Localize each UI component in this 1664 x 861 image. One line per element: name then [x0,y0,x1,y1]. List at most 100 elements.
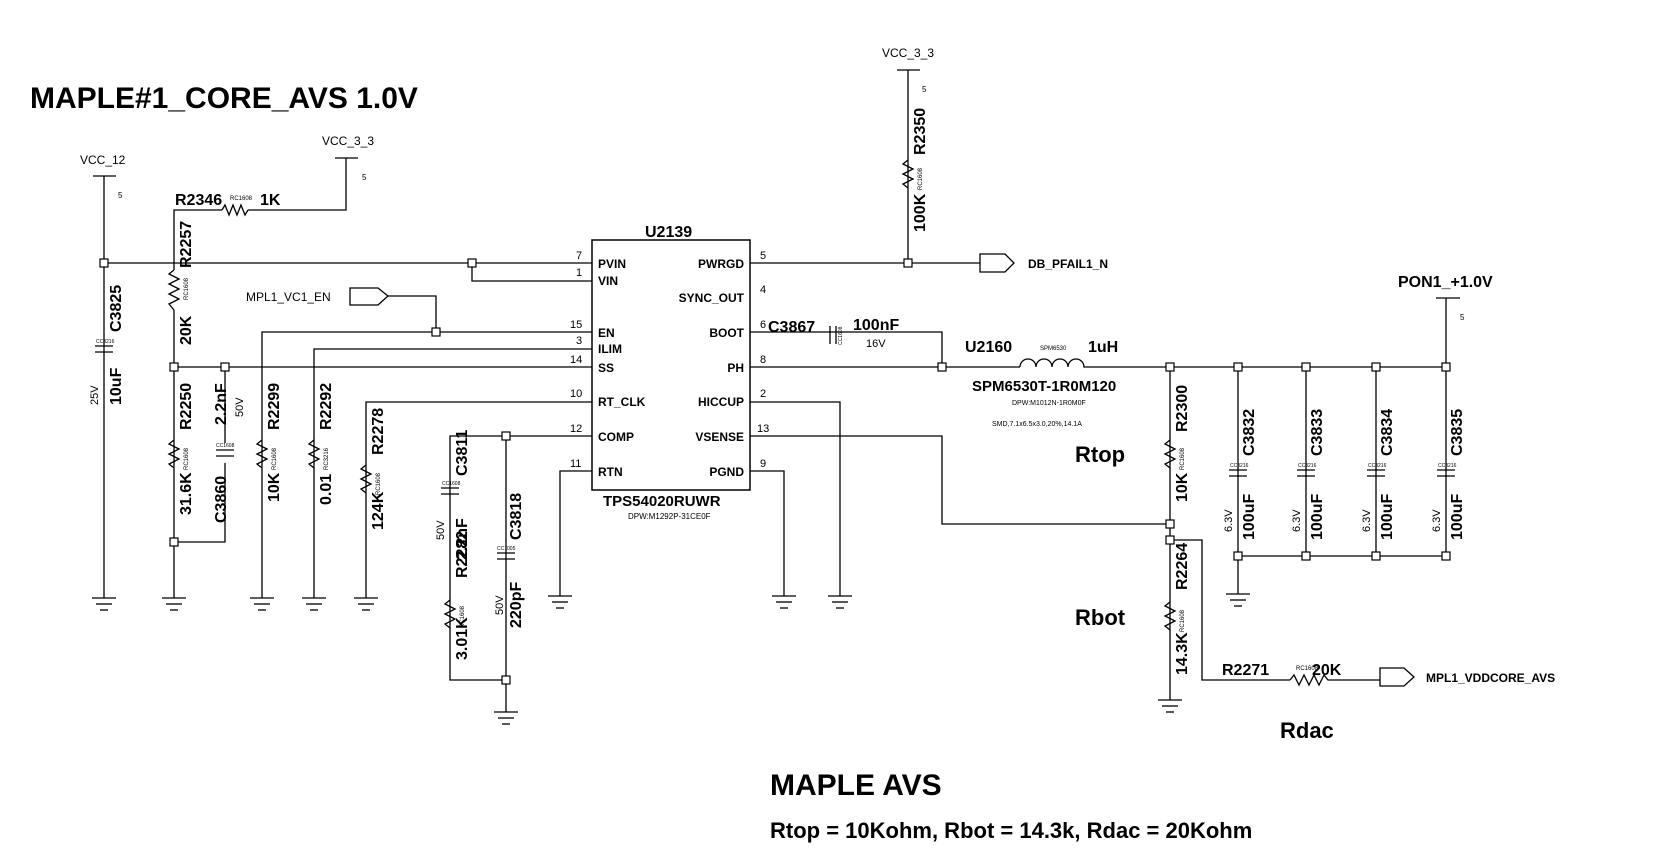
ic-ref: U2139 [645,224,692,241]
ground-icon [302,597,326,611]
svg-text:C3835: C3835 [1449,409,1466,456]
svg-text:C3811: C3811 [454,430,471,476]
svg-text:100uF: 100uF [1449,494,1466,540]
svg-text:CC1005: CC1005 [497,546,516,552]
svg-text:SPM6530T-1R0M120: SPM6530T-1R0M120 [972,378,1116,395]
svg-text:100uF: 100uF [1309,494,1326,540]
pin-name-ph: PH [727,361,744,375]
pin-name-en: EN [598,326,615,340]
svg-text:CC3216: CC3216 [1230,463,1249,469]
rbot-label: Rbot [1075,605,1126,630]
pin-name-comp: COMP [598,430,634,444]
svg-text:0.01: 0.01 [318,474,335,505]
pin-num-14: 14 [570,354,582,366]
capacitor-c3811: C3811 2.2nF 50V CC1608 [435,430,471,560]
pin-name-syncout: SYNC_OUT [679,291,745,305]
svg-text:DPW:M1012N-1R0M0F: DPW:M1012N-1R0M0F [1012,400,1086,407]
pin-name-boot: BOOT [709,326,744,340]
resistor-r2257: R2257 20K RC1608 [167,221,195,345]
pin-name-ss: SS [598,361,614,375]
resistor-r2250: R2250 31.6K RC1608 [167,383,195,515]
svg-text:6.3V: 6.3V [1361,509,1373,532]
svg-text:100nF: 100nF [853,317,899,334]
resistor-r2278: R2278 124K RC1608 [359,408,387,530]
svg-text:5: 5 [922,85,927,94]
svg-text:5: 5 [362,173,367,182]
ic-u2139: U2139 TPS54020RUWR DPW:M1292P-31CE0F PVI… [570,224,769,521]
svg-text:RC1608: RC1608 [1180,609,1186,632]
svg-text:C3818: C3818 [508,493,525,540]
svg-text:C3833: C3833 [1309,409,1326,456]
capacitor-c3867: C3867 100nF 16V CC1608 [768,317,899,350]
pin-num-10: 10 [570,388,582,400]
resistor-r2264: R2264 14.3K RC1608 [1163,543,1191,675]
svg-text:R2282: R2282 [454,531,471,578]
svg-text:C3867: C3867 [768,319,815,336]
svg-text:C3825: C3825 [108,285,125,332]
pin-name-rtclk: RT_CLK [598,395,646,409]
svg-text:16V: 16V [866,338,886,350]
resistor-r2300: R2300 10K RC1608 [1163,385,1191,502]
svg-text:5: 5 [1460,313,1465,322]
svg-text:124K: 124K [370,491,387,530]
svg-text:2.2nF: 2.2nF [454,518,471,560]
svg-text:C3860: C3860 [213,476,230,523]
ground-icon [494,711,518,725]
svg-text:RC1608: RC1608 [184,277,190,300]
svg-text:U2160: U2160 [965,339,1012,356]
svg-text:R2278: R2278 [370,408,387,455]
ground-icon [162,597,186,611]
svg-text:C3832: C3832 [1241,409,1258,456]
svg-text:MPL1_VDDCORE_AVS: MPL1_VDDCORE_AVS [1426,671,1555,685]
svg-text:100uF: 100uF [1379,494,1396,540]
wires [103,70,1447,712]
capacitor-c3860: 2.2nF 50V C3860 CC1608 [213,383,246,523]
svg-text:1K: 1K [260,192,281,209]
net-db-pfail1-n: DB_PFAIL1_N [979,253,1108,273]
resistor-r2350: R2350 100K RC1608 [901,108,929,232]
ground-icon [354,597,378,611]
pin-num-15: 15 [570,319,582,331]
ground-icon [828,595,852,609]
ground-icon [92,597,116,611]
capacitor-c3833: C3833 100uF 6.3V CC3216 [1291,409,1326,540]
pin-num-12: 12 [570,423,582,435]
ground-icon [250,597,274,611]
svg-text:220pF: 220pF [508,582,525,628]
pin-num-6: 6 [760,319,766,331]
svg-text:CC1608: CC1608 [838,326,844,345]
svg-text:SMD,7.1x6.5x3.0,20%,14.1A: SMD,7.1x6.5x3.0,20%,14.1A [992,421,1082,428]
pin-num-3: 3 [576,335,582,347]
svg-text:R2292: R2292 [318,383,335,430]
inductor-u2160: U2160 SPM6530 1uH SPM6530T-1R0M120 DPW:M… [965,339,1118,428]
pin-num-4: 4 [760,284,766,296]
svg-text:10K: 10K [1174,472,1191,502]
svg-text:MPL1_VC1_EN: MPL1_VC1_EN [246,290,331,304]
svg-text:50V: 50V [234,397,246,417]
svg-text:25V: 25V [89,385,101,405]
svg-text:CC3216: CC3216 [1368,463,1387,469]
svg-text:6.3V: 6.3V [1223,509,1235,532]
svg-text:50V: 50V [494,595,506,615]
pin-num-5: 5 [760,250,766,262]
pin-num-11: 11 [570,458,581,470]
resistor-r2282: R2282 3.01K RC1608 [443,531,471,660]
svg-text:RC1608: RC1608 [1180,447,1186,470]
pin-name-pwrgd: PWRGD [698,257,744,271]
power-pon1: PON1_+1.0V 5 [1398,274,1493,322]
pin-num-7: 7 [576,250,582,262]
svg-text:100K: 100K [912,193,929,232]
svg-text:RC3216: RC3216 [324,447,330,470]
svg-text:6.3V: 6.3V [1431,509,1443,532]
svg-text:SPM6530: SPM6530 [1040,346,1067,352]
svg-text:DB_PFAIL1_N: DB_PFAIL1_N [1028,257,1108,271]
ground-icon [548,595,572,609]
svg-text:PON1_+1.0V: PON1_+1.0V [1398,274,1493,291]
capacitor-c3834: C3834 100uF 6.3V CC3216 [1361,409,1396,540]
svg-text:VCC_3_3: VCC_3_3 [882,46,934,60]
pin-name-pvin: PVIN [598,257,626,271]
svg-text:R2350: R2350 [912,108,929,155]
ground-icon [1226,593,1250,607]
svg-text:CC1608: CC1608 [442,481,461,487]
